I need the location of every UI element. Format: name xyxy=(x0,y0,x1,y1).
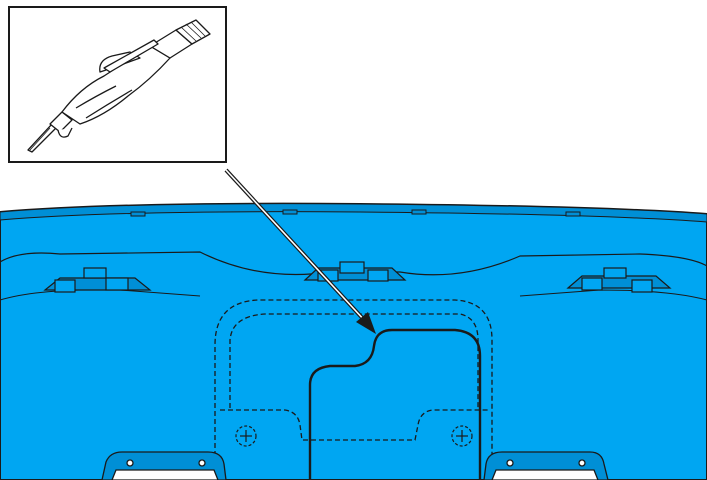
rim-clips xyxy=(130,209,581,217)
clip-group-right xyxy=(566,267,672,293)
hidden-area-outline-outer xyxy=(214,299,493,480)
inset-tool xyxy=(8,6,227,163)
lower-bracket-right xyxy=(483,451,609,480)
mount-hole-right xyxy=(451,425,473,447)
reciprocating-saw-icon xyxy=(27,19,211,153)
lower-bracket-left xyxy=(101,451,227,480)
bumper-top-rim xyxy=(0,203,707,223)
leader-arrow-head xyxy=(356,312,376,334)
clip-group-center xyxy=(303,261,407,282)
clip-group-left xyxy=(43,267,152,293)
mount-hole-left xyxy=(235,425,257,447)
hidden-area-outline-inner xyxy=(229,313,479,408)
bumper-panel xyxy=(0,202,707,480)
cut-line xyxy=(308,328,482,480)
panel-upper-contour xyxy=(0,251,707,276)
leader-arrow xyxy=(224,168,376,334)
